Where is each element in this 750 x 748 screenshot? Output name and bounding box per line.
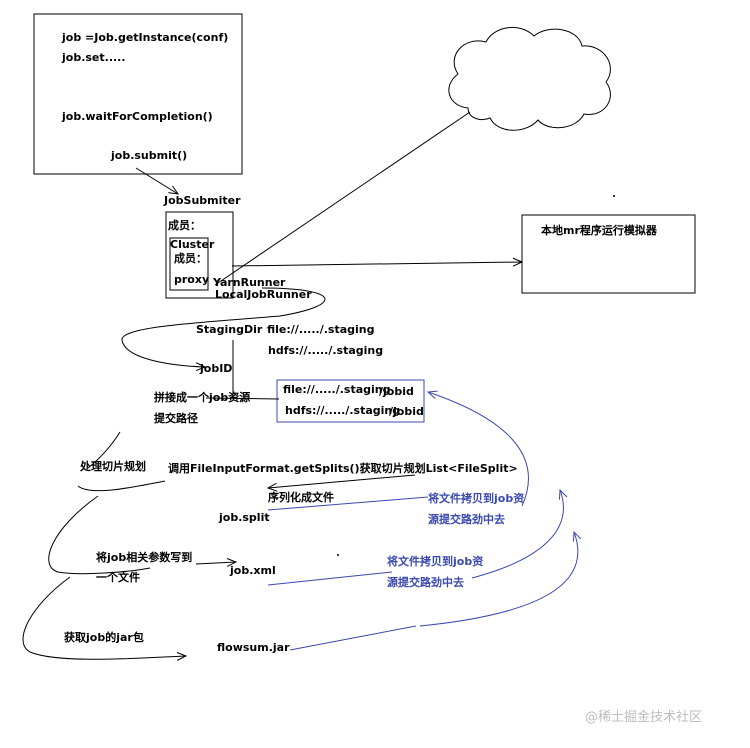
jar-copy-line xyxy=(289,625,417,651)
split-to-params-curve xyxy=(48,495,151,575)
params-label-line2: 一个文件 xyxy=(96,571,140,584)
yarn-to-cloud-line xyxy=(214,111,471,286)
job-paths-box xyxy=(276,379,425,423)
job-hdfs-path: hdfs://...../.staging xyxy=(285,404,401,417)
split-planning-label: 处理切片规划 xyxy=(80,460,146,473)
local-to-simulator-arrow xyxy=(231,262,522,266)
get-jar-label: 获取job的jar包 xyxy=(64,631,144,644)
concat-path-line2: 提交路径 xyxy=(154,412,198,425)
serialize-label: 序列化成文件 xyxy=(268,491,334,504)
local-job-runner-label: LocalJobRunner xyxy=(215,288,312,301)
staging-dir-label: StagingDir xyxy=(196,323,263,336)
job-file-path-suffix: /jobid xyxy=(379,385,414,398)
client-line-waitforcompletion: job.waitForCompletion() xyxy=(62,110,213,123)
proxy-label: proxy xyxy=(174,273,210,286)
cluster-box xyxy=(169,237,209,291)
copy-note-2-line1: 将文件拷贝到job资 xyxy=(387,555,484,568)
stray-dot xyxy=(613,195,615,197)
split-return-curve xyxy=(428,392,529,507)
job-submitter-title: JobSubmiter xyxy=(164,194,241,207)
job-submitter-box xyxy=(165,211,234,299)
job-id-label: jobID xyxy=(200,362,233,375)
local-simulator-box xyxy=(521,214,696,294)
client-code-box xyxy=(33,13,243,175)
yarn-runner-label: YarnRunner xyxy=(213,276,286,289)
concat-path-line1: 拼接成一个job资源 xyxy=(154,391,251,404)
params-to-jar-curve xyxy=(22,576,186,659)
cluster-label: Cluster xyxy=(170,238,215,251)
xml-copy-line xyxy=(267,571,393,586)
job-split-file: job.split xyxy=(219,511,270,524)
staging-file-path: file://...../.staging xyxy=(267,323,375,336)
split-to-getsplits-curve xyxy=(77,480,166,492)
client-line-set: job.set..... xyxy=(62,51,126,64)
job-xml-file: job.xml xyxy=(230,564,276,577)
cluster-members-label: 成员： xyxy=(174,252,207,265)
concat-to-paths-line xyxy=(205,397,280,400)
runner-loop-curve xyxy=(121,287,326,367)
cloud-shape xyxy=(448,27,611,131)
get-splits-label: 调用FileInputFormat.getSplits()获取切片规划List<… xyxy=(168,462,518,475)
params-label-line1: 将job相关参数写到 xyxy=(96,551,193,564)
jar-file: flowsum.jar xyxy=(217,641,290,654)
watermark: @稀土掘金技术社区 xyxy=(585,710,703,725)
submitter-members-label: 成员： xyxy=(168,219,201,232)
xml-return-curve xyxy=(471,490,563,579)
copy-note-2-line2: 源提交路劲中去 xyxy=(387,576,464,589)
copy-note-1-line2: 源提交路劲中去 xyxy=(428,513,505,526)
concat-to-split-curve xyxy=(87,431,121,469)
job-hdfs-path-suffix: /jobid xyxy=(389,405,424,418)
staging-hdfs-path: hdfs://...../.staging xyxy=(268,344,384,357)
stray-dot xyxy=(337,554,339,556)
getsplits-to-serialize-arrow xyxy=(268,474,416,488)
copy-note-1-line1: 将文件拷贝到job资 xyxy=(428,492,525,505)
split-copy-line xyxy=(267,496,429,511)
jar-return-curve xyxy=(419,532,578,627)
job-file-path: file://...../.staging xyxy=(283,383,391,396)
params-to-xml-arrow xyxy=(195,562,236,564)
submit-arrow xyxy=(135,167,178,194)
client-line-submit: job.submit() xyxy=(111,149,188,162)
local-simulator-label: 本地mr程序运行模拟器 xyxy=(541,224,657,237)
client-line-getinstance: job =Job.getInstance(conf) xyxy=(62,31,229,44)
